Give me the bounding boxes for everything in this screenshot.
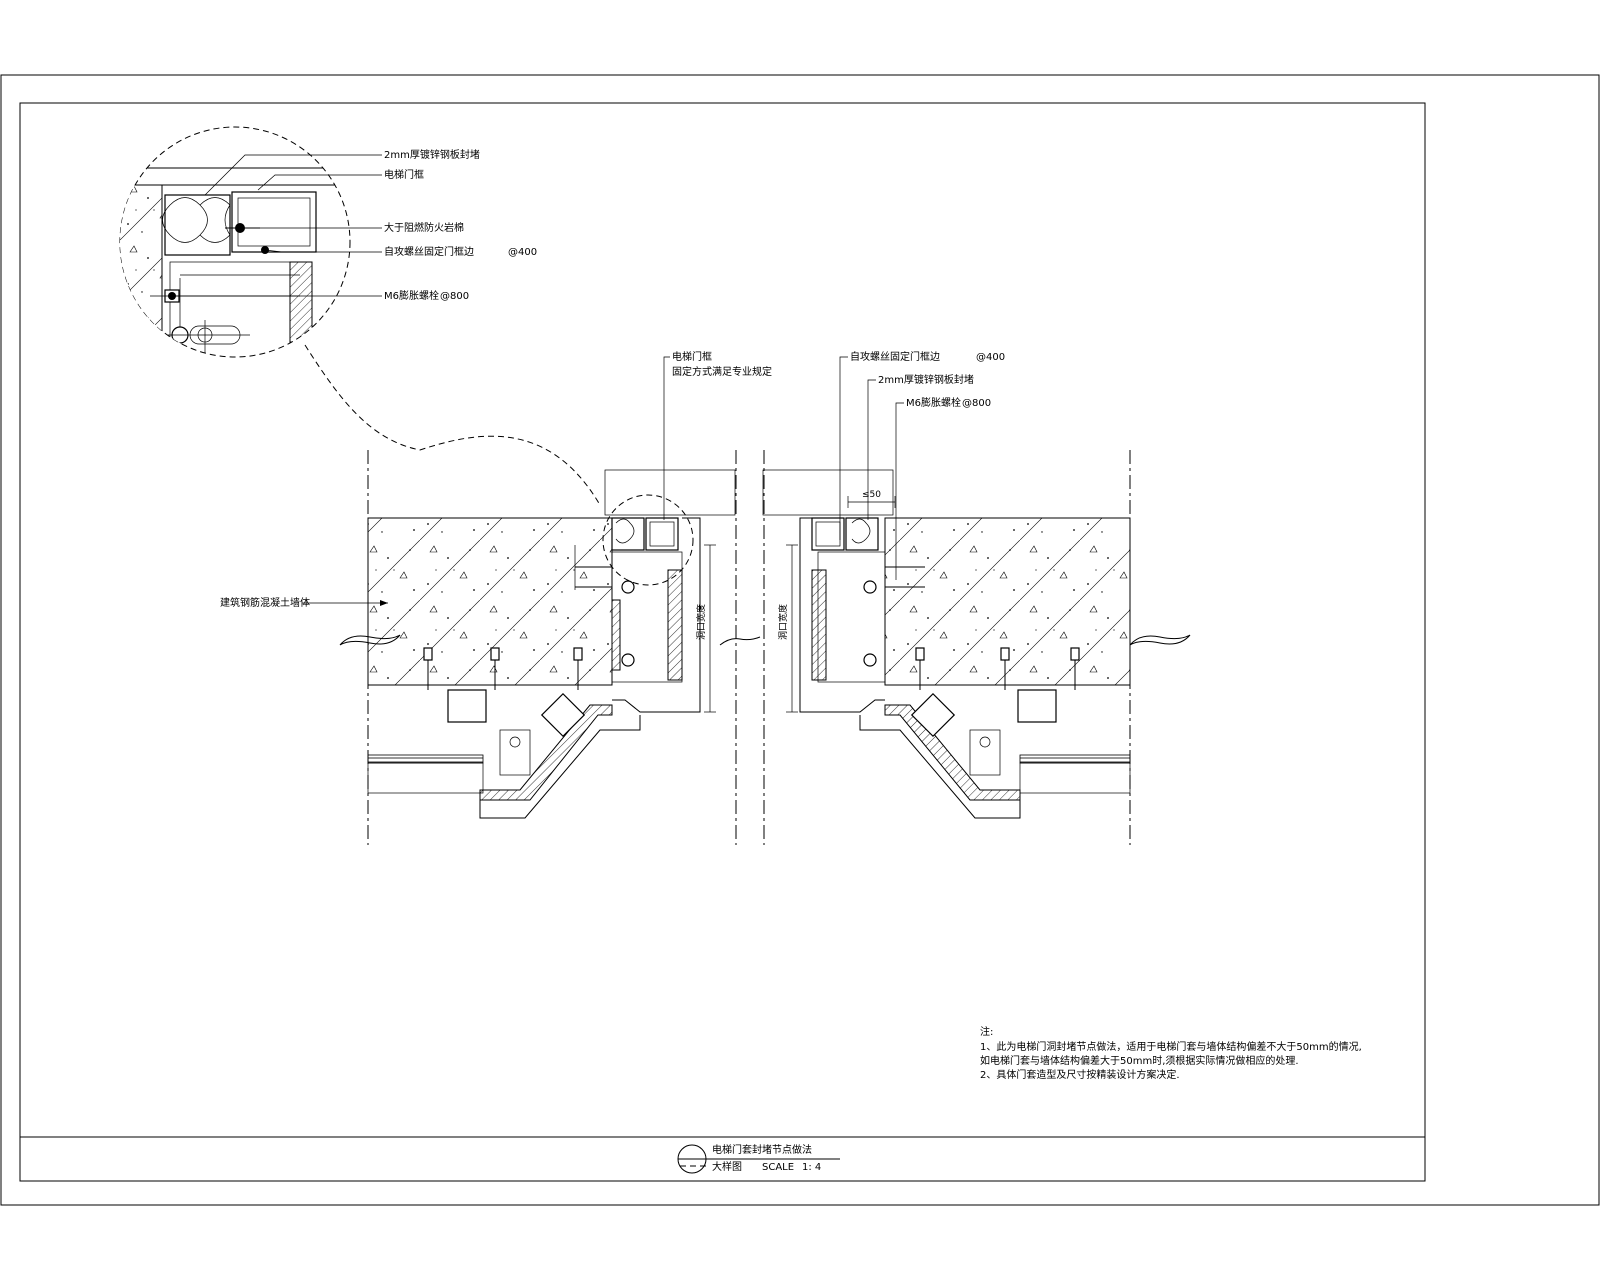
detail-label-self-tap: 自攻螺丝固定门框边 <box>384 245 474 258</box>
detail-label-self-tap-spacing: @400 <box>508 247 537 258</box>
dim-text-right: 洞口宽度 <box>777 604 789 640</box>
detail-label-m6-bolt: M6膨胀螺栓 <box>384 289 439 302</box>
notes-heading: 注: <box>980 1025 993 1038</box>
anchor-bolts <box>423 566 1080 690</box>
main-label-self-tap-spacing: @400 <box>976 352 1005 363</box>
detail-label-fire-cotton: 大于阻燃防火岩棉 <box>384 221 464 234</box>
notes-line-2: 如电梯门套与墙体结构偏差大于50mm时,须根据实际情况做相应的处理. <box>980 1054 1299 1067</box>
main-label-frame-note: 固定方式满足专业规定 <box>672 365 772 378</box>
detail-callouts: 2mm厚镀锌钢板封堵 电梯门框 大于阻燃防火岩棉 自攻螺丝固定门框边 @400 … <box>172 148 537 302</box>
main-callouts: 电梯门框 固定方式满足专业规定 自攻螺丝固定门框边 @400 2mm厚镀锌钢板封… <box>220 350 1005 609</box>
main-section: 洞口宽度 洞口宽度 ≤50 <box>339 450 1191 845</box>
main-label-m6-spacing: @800 <box>962 398 991 409</box>
detail-label-frame: 电梯门框 <box>384 168 424 181</box>
main-label-wall: 建筑钢筋混凝土墙体 <box>220 596 310 609</box>
title-block: 电梯门套封堵节点做法 大样图 SCALE 1: 4 <box>677 1143 840 1174</box>
inner-border <box>19 102 1426 1182</box>
notes-line-3: 2、具体门套造型及尺寸按精装设计方案决定. <box>980 1068 1180 1081</box>
notes-block: 注: 1、此为电梯门洞封堵节点做法，适用于电梯门套与墙体结构偏差不大于50mm的… <box>980 1025 1362 1081</box>
main-label-steel-plate: 2mm厚镀锌钢板封堵 <box>878 373 974 386</box>
main-label-frame: 电梯门框 <box>672 350 712 363</box>
notes-line-1: 1、此为电梯门洞封堵节点做法，适用于电梯门套与墙体结构偏差不大于50mm的情况, <box>980 1040 1362 1053</box>
title-text: 电梯门套封堵节点做法 <box>712 1143 812 1156</box>
subtitle-text: 大样图 <box>712 1160 742 1173</box>
main-label-m6-bolt: M6膨胀螺栓 <box>906 396 961 409</box>
scale-value: 1: 4 <box>802 1162 821 1173</box>
scale-label: SCALE <box>762 1162 794 1173</box>
detail-label-steel-plate: 2mm厚镀锌钢板封堵 <box>384 148 480 161</box>
dim-text-left: 洞口宽度 <box>695 604 707 640</box>
detail-label-m6-spacing: @800 <box>440 291 469 302</box>
main-label-self-tap: 自攻螺丝固定门框边 <box>850 350 940 363</box>
outer-border <box>0 74 1600 1206</box>
dim-text-50: ≤50 <box>862 490 881 500</box>
detail-bubble <box>119 126 601 506</box>
